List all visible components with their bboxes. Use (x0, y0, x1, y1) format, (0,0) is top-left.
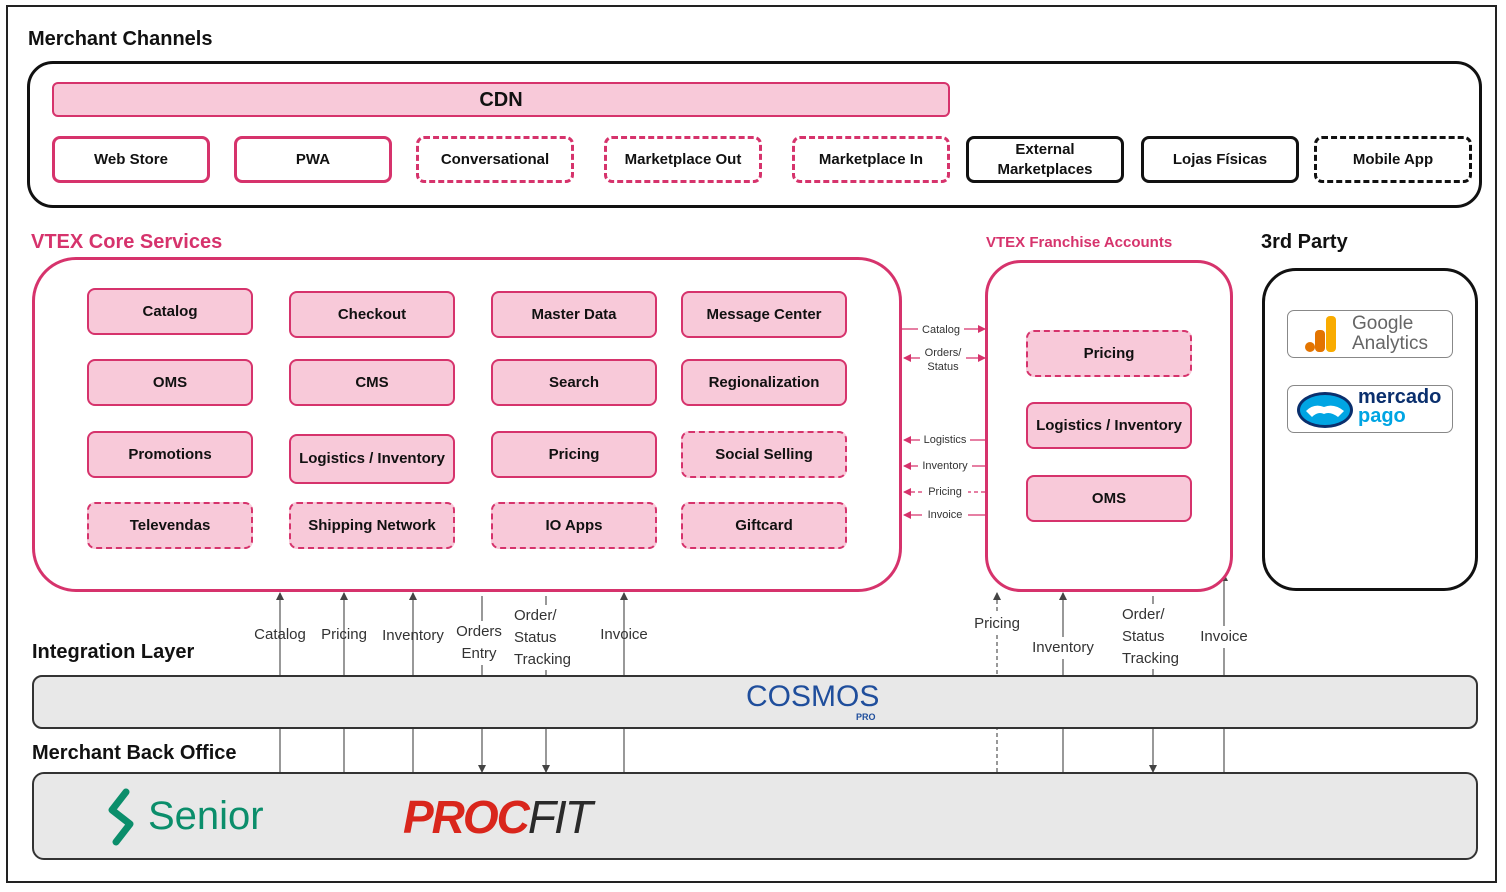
channel-lojas-fisicas[interactable]: Lojas Físicas (1141, 136, 1299, 183)
flow-label-order-status: Order/ Status Tracking (514, 605, 578, 671)
channel-web-store[interactable]: Web Store (52, 136, 210, 183)
merchant-channels-container (27, 61, 1482, 208)
link-label-invoice: Invoice (922, 508, 968, 523)
service-cms[interactable]: CMS (289, 359, 455, 406)
franchise-oms[interactable]: OMS (1026, 475, 1192, 522)
channel-marketplace-out[interactable]: Marketplace Out (604, 136, 762, 183)
service-checkout[interactable]: Checkout (289, 291, 455, 338)
handshake-icon (1297, 392, 1353, 428)
cosmos-logo: COSMOS (746, 680, 880, 713)
service-io-apps[interactable]: IO Apps (491, 502, 657, 549)
service-logistics-inventory[interactable]: Logistics / Inventory (289, 434, 455, 484)
flow-label-inventory: Inventory (382, 627, 444, 644)
flow-label-pricing: Pricing (321, 626, 367, 643)
google-analytics-icon (1305, 316, 1336, 352)
channel-conversational[interactable]: Conversational (416, 136, 574, 183)
franchise-flow-label-invoice: Invoice (1194, 626, 1254, 648)
franchise-flow-label-pricing: Pricing (967, 613, 1027, 635)
procfit-logo-proc: PROC (403, 791, 530, 843)
service-promotions[interactable]: Promotions (87, 431, 253, 478)
integration-layer-title: Integration Layer (32, 641, 195, 663)
franchise-flow-label-inventory: Inventory (1026, 637, 1100, 659)
mercado-pago-logo: mercado pago (1287, 385, 1453, 433)
third-party-container (1262, 268, 1478, 591)
mercado-text: mercado (1358, 386, 1442, 408)
link-label-inventory: Inventory (918, 459, 972, 474)
service-catalog[interactable]: Catalog (87, 288, 253, 335)
service-message-center[interactable]: Message Center (681, 291, 847, 338)
channel-mobile-app[interactable]: Mobile App (1314, 136, 1472, 183)
franchise-flow-label-order-status: Order/ Status Tracking (1122, 604, 1186, 670)
link-label-catalog: Catalog (918, 323, 964, 338)
service-televendas[interactable]: Televendas (87, 502, 253, 549)
service-pricing[interactable]: Pricing (491, 431, 657, 478)
service-regionalization[interactable]: Regionalization (681, 359, 847, 406)
pago-text: pago (1358, 405, 1406, 427)
franchise-logistics-inventory[interactable]: Logistics / Inventory (1026, 402, 1192, 449)
channel-pwa[interactable]: PWA (234, 136, 392, 183)
back-office-title: Merchant Back Office (32, 742, 237, 764)
integration-layer-bar: COSMOS PRO (32, 675, 1478, 729)
flow-label-invoice: Invoice (600, 626, 648, 643)
cosmos-pro-tag: PRO (856, 712, 876, 722)
channel-external-marketplaces[interactable]: External Marketplaces (966, 136, 1124, 183)
channel-marketplace-in[interactable]: Marketplace In (792, 136, 950, 183)
merchant-channels-title: Merchant Channels (28, 28, 213, 50)
service-oms[interactable]: OMS (87, 359, 253, 406)
senior-icon (108, 788, 134, 846)
link-label-orders-status: Orders/ Status (920, 346, 966, 375)
google-analytics-logo: Google Analytics (1287, 310, 1453, 358)
service-shipping-network[interactable]: Shipping Network (289, 502, 455, 549)
franchise-pricing[interactable]: Pricing (1026, 330, 1192, 377)
procfit-logo-fit: FIT (527, 791, 593, 843)
link-label-logistics: Logistics (920, 433, 970, 448)
senior-logo-text: Senior (148, 794, 264, 838)
link-label-pricing: Pricing (922, 485, 968, 500)
vtex-franchise-title: VTEX Franchise Accounts (986, 234, 1173, 251)
third-party-title: 3rd Party (1261, 231, 1348, 253)
google-analytics-text: Google Analytics (1352, 313, 1429, 354)
back-office-bar: Senior PROCFIT (32, 772, 1478, 860)
service-search[interactable]: Search (491, 359, 657, 406)
vtex-core-title: VTEX Core Services (31, 231, 223, 253)
flow-label-catalog: Catalog (254, 626, 306, 643)
cdn-bar: CDN (52, 82, 950, 117)
service-social-selling[interactable]: Social Selling (681, 431, 847, 478)
flow-label-orders-entry: Orders Entry (451, 621, 507, 665)
service-giftcard[interactable]: Giftcard (681, 502, 847, 549)
service-master-data[interactable]: Master Data (491, 291, 657, 338)
procfit-logo: PROCFIT (403, 790, 593, 844)
